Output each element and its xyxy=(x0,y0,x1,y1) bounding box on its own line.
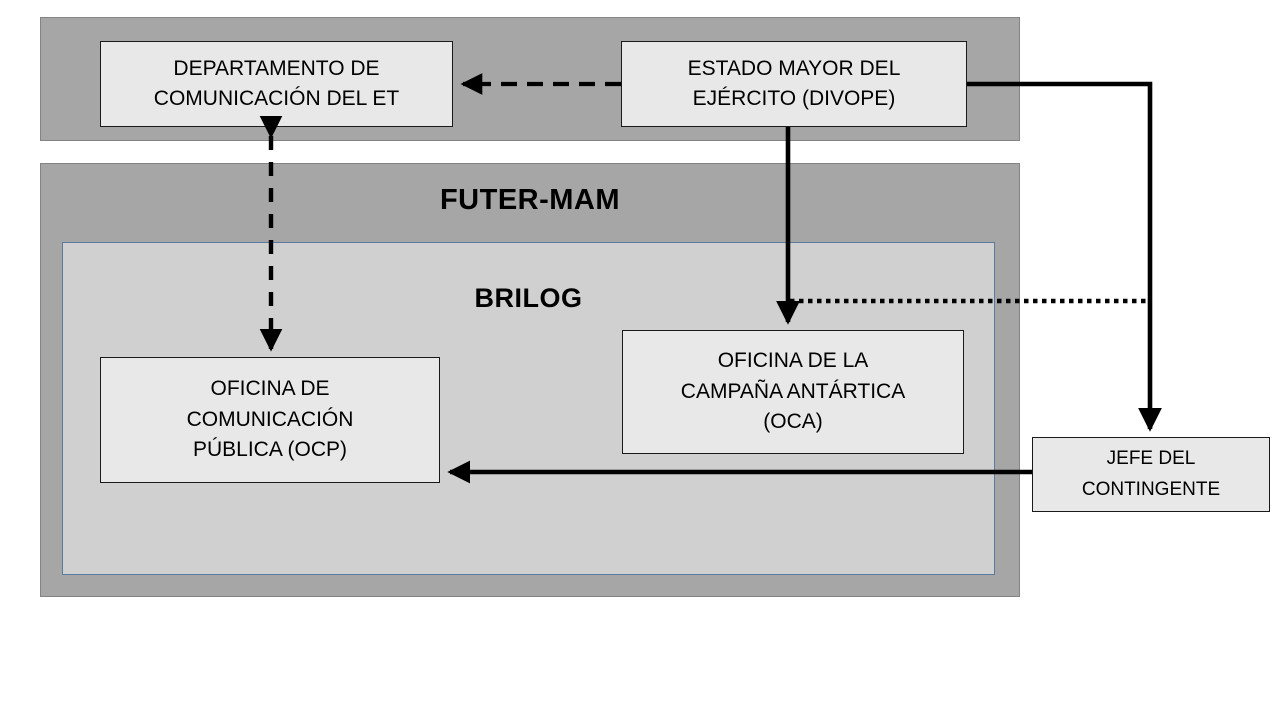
brilog-label: BRILOG xyxy=(474,283,583,313)
node-estado-mayor-divope: ESTADO MAYOR DEL EJÉRCITO (DIVOPE) xyxy=(621,41,967,127)
futer-mam-container: FUTER-MAM BRILOG xyxy=(40,163,1020,597)
node-oficina-comunicacion-publica: OFICINA DE COMUNICACIÓN PÚBLICA (OCP) xyxy=(100,357,440,483)
futer-mam-label: FUTER-MAM xyxy=(439,184,621,216)
node-jefe-contingente: JEFE DEL CONTINGENTE xyxy=(1032,437,1270,512)
node-departamento-comunicacion-et: DEPARTAMENTO DE COMUNICACIÓN DEL ET xyxy=(100,41,453,127)
node-oficina-campana-antartica: OFICINA DE LA CAMPAÑA ANTÁRTICA (OCA) xyxy=(622,330,964,454)
